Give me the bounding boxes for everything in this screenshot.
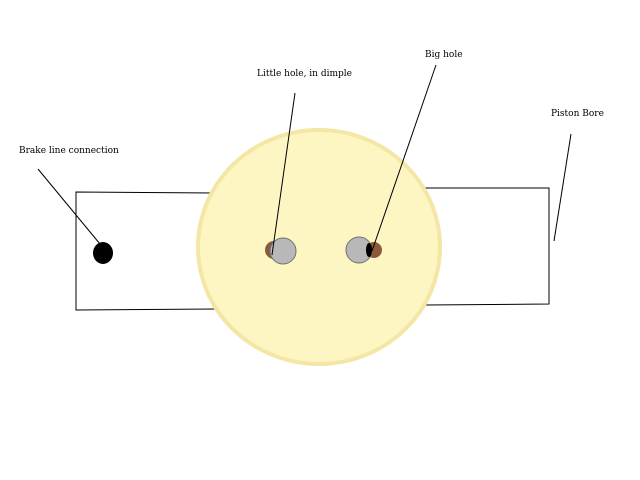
label-big-hole: Big hole xyxy=(425,50,463,60)
label-piston-bore: Piston Bore xyxy=(551,109,604,119)
leader-line-little-hole xyxy=(271,92,296,256)
leader-line-piston-bore xyxy=(553,133,572,242)
central-disc xyxy=(196,128,442,366)
left-block-outline xyxy=(75,191,217,311)
leader-line-big-hole xyxy=(371,64,437,252)
label-brake-line-connection: Brake line connection xyxy=(19,146,119,156)
label-little-hole: Little hole, in dimple xyxy=(257,69,352,79)
little-hole-dimple xyxy=(269,237,297,265)
brake-line-connection-dot xyxy=(93,242,113,264)
big-hole-center xyxy=(366,243,372,257)
right-block-outline-piston-bore xyxy=(423,187,550,306)
leader-line-brake-line xyxy=(37,168,101,245)
